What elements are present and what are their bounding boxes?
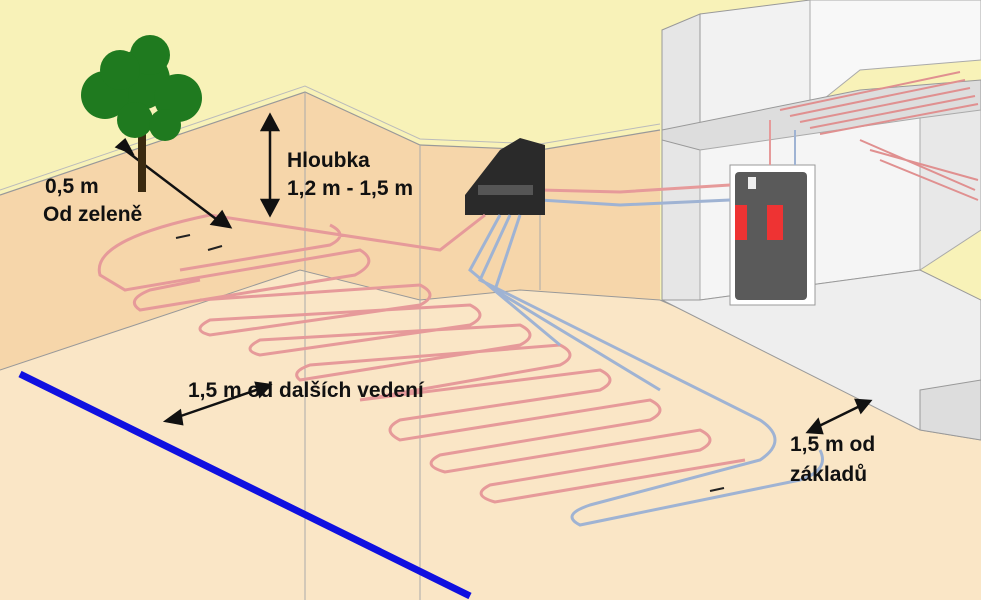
label-distance-utilities: 1,5 m od dalších vedení xyxy=(188,379,424,402)
ground-surface xyxy=(0,270,981,600)
label-distance-green-text: Od zeleně xyxy=(43,203,143,226)
label-depth-title: Hloubka xyxy=(287,149,370,172)
flow-arrows xyxy=(175,234,725,492)
label-distance-green-value: 0,5 m xyxy=(45,175,99,198)
tree-icon xyxy=(81,35,202,192)
manifold-chamber xyxy=(465,138,545,215)
label-distance-foundation-2: základů xyxy=(790,463,868,486)
collector-pipe-cold xyxy=(468,214,824,527)
collector-pipe-warm xyxy=(97,213,746,504)
label-depth-value: 1,2 m - 1,5 m xyxy=(287,177,414,200)
building xyxy=(661,0,981,441)
utility-line xyxy=(18,370,472,600)
label-distance-foundation-1: 1,5 m od xyxy=(790,433,876,456)
